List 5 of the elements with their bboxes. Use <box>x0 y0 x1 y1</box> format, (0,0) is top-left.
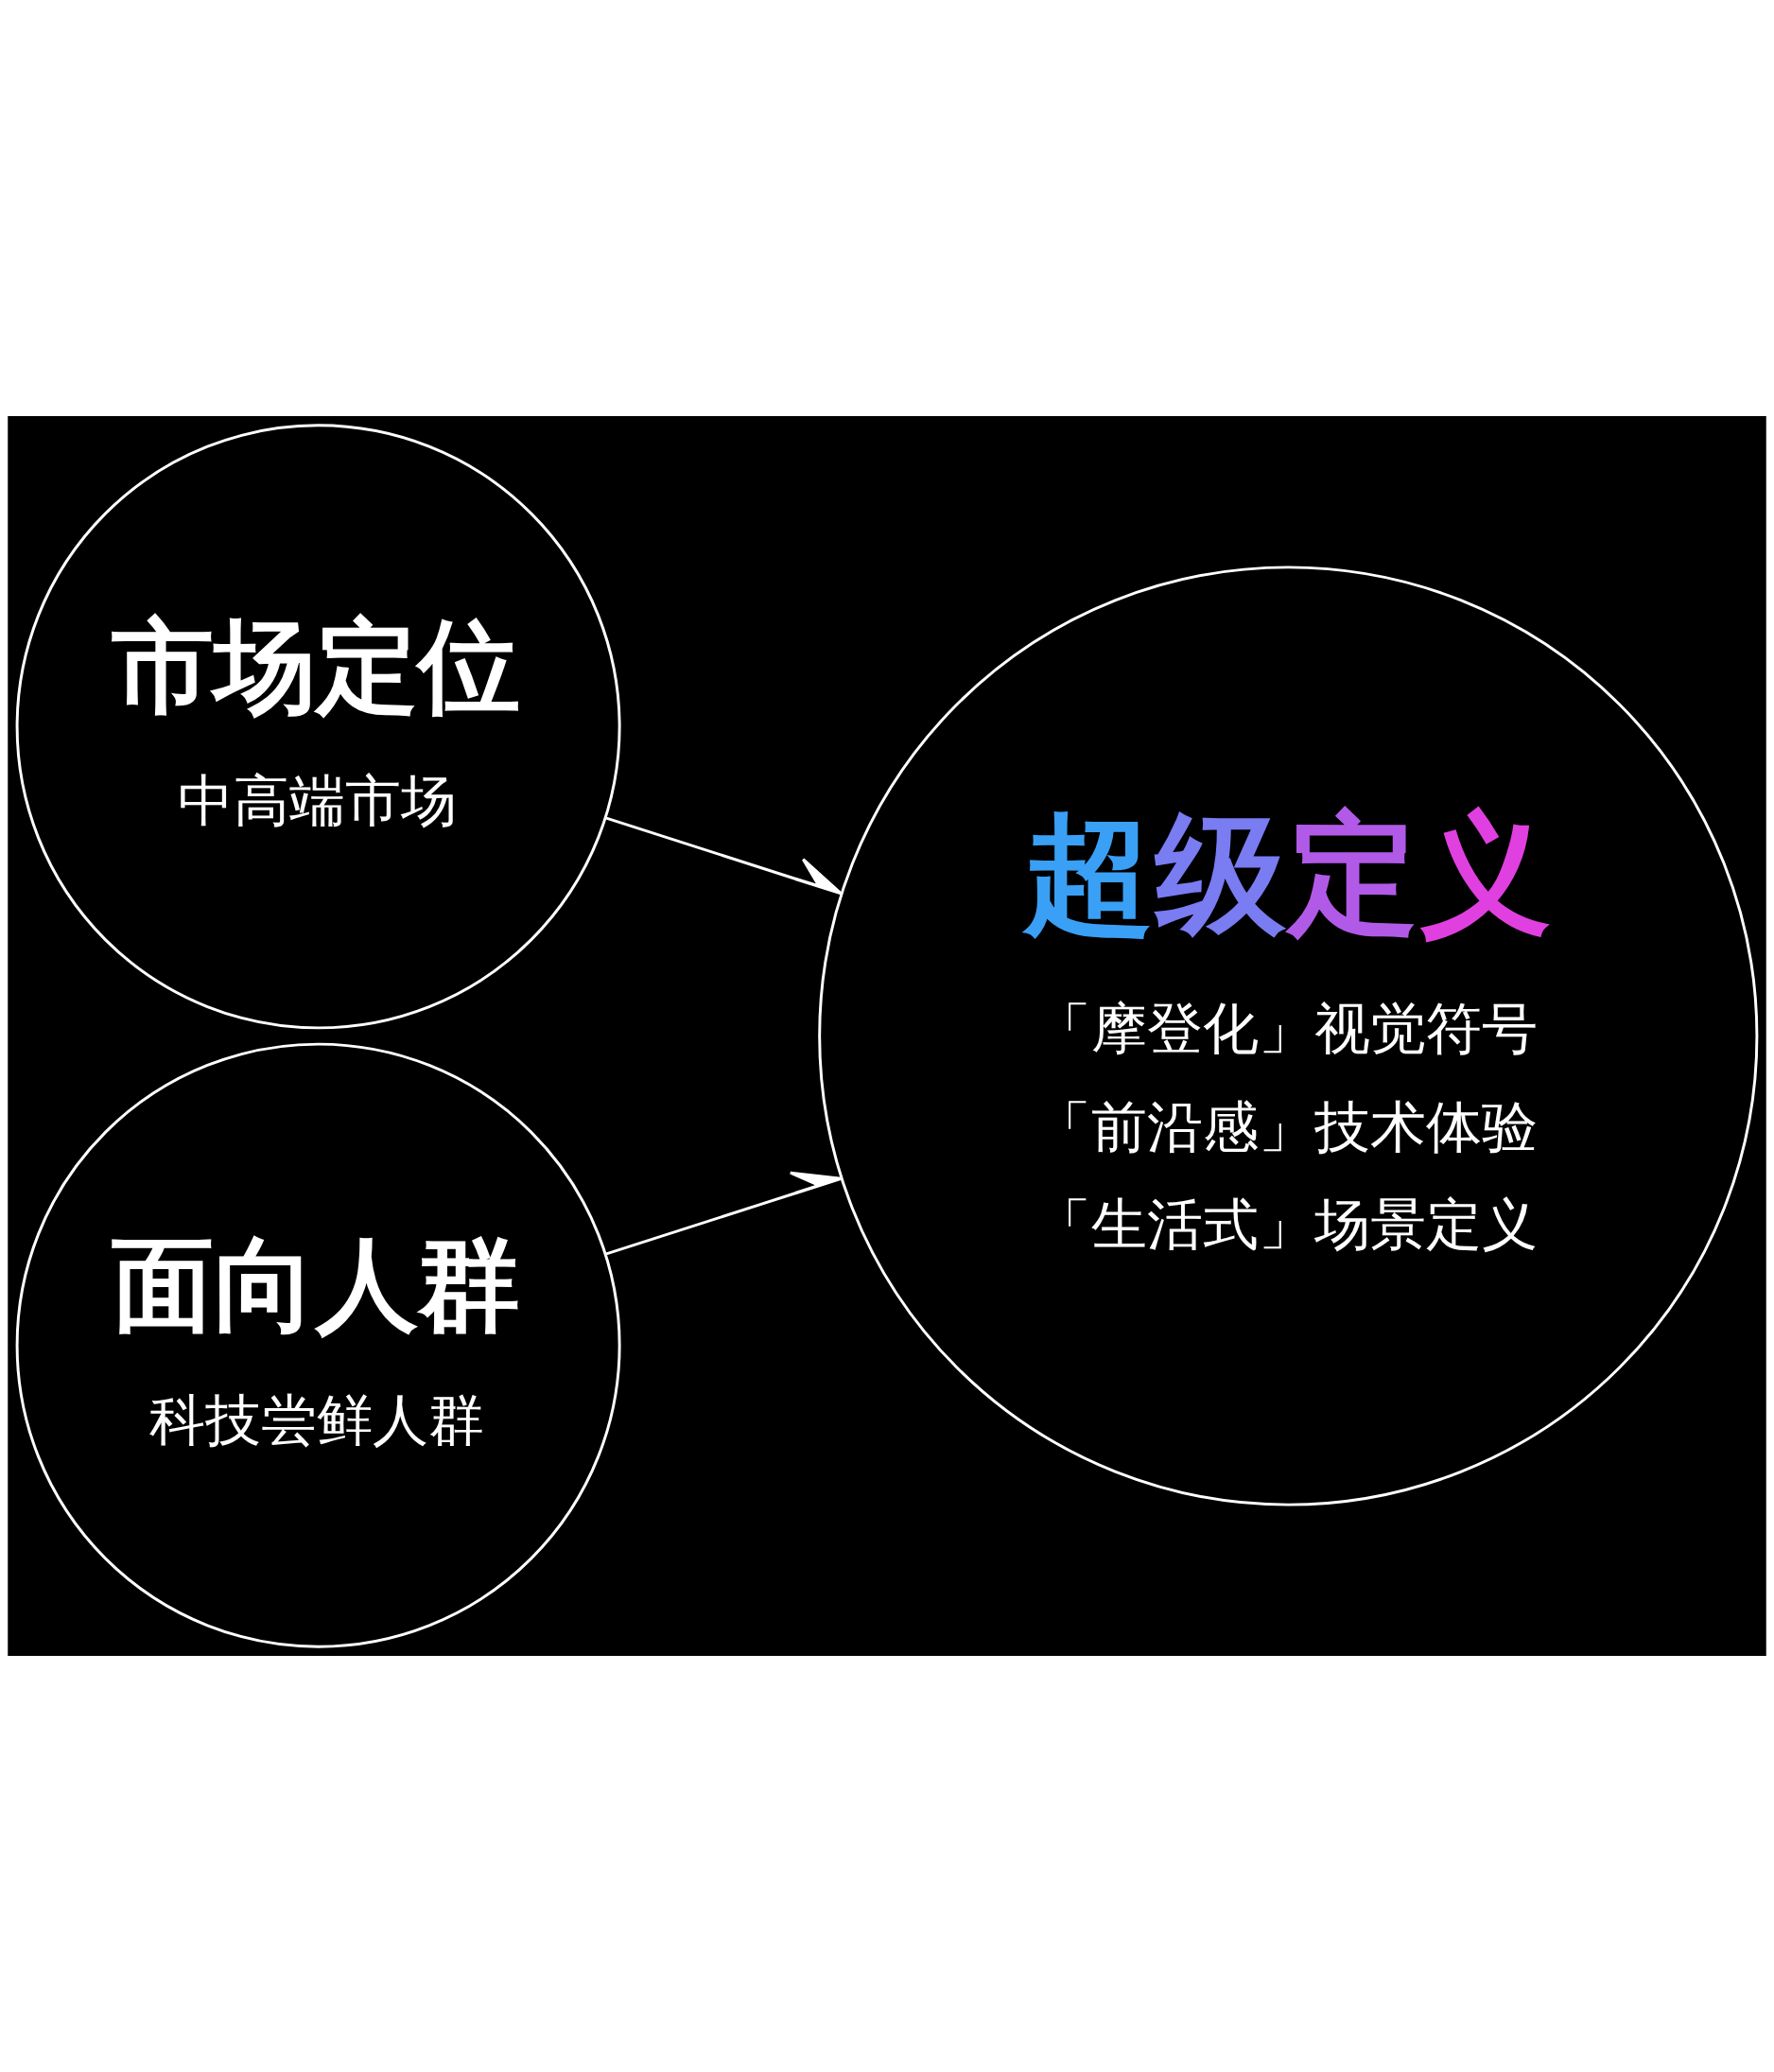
node-circle: 超级定义 「摩登化」视觉符号 「前沿感」技术体验 「生活式」场景定义 <box>818 566 1759 1506</box>
arrow <box>605 1171 843 1256</box>
arrow <box>605 816 843 896</box>
node-circle: 市场定位 中高端市场 <box>15 424 621 1030</box>
node-circle: 面向人群 科技尝鲜人群 <box>15 1042 621 1648</box>
